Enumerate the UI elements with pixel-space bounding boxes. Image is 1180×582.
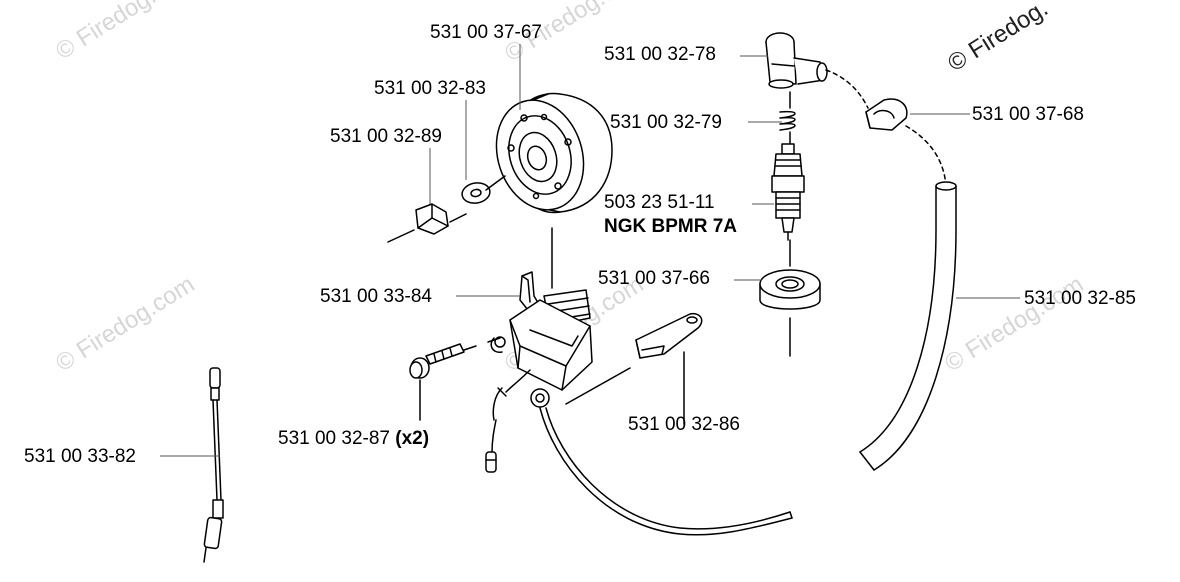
nut-drawing xyxy=(415,203,449,235)
label-plug-cap: 531 00 32-78 xyxy=(604,44,716,65)
label-washer: 531 00 32-83 xyxy=(374,78,486,99)
label-flywheel: 531 00 37-67 xyxy=(430,22,542,43)
flywheel-drawing xyxy=(495,92,613,214)
label-screw-qty: (x2) xyxy=(395,428,430,449)
label-spark-plug: 503 23 51-11 xyxy=(604,192,715,213)
label-ignition-module: 531 00 33-84 xyxy=(320,286,432,307)
cable-clip-drawing xyxy=(865,98,908,131)
screw-drawing xyxy=(409,337,501,379)
label-spark-plug-model: NGK BPMR 7A xyxy=(604,216,738,237)
spark-plug-drawing xyxy=(771,143,805,241)
spark-lead-drawing xyxy=(203,367,224,563)
label-plug-seal: 531 00 37-66 xyxy=(598,268,710,289)
plug-seal-drawing xyxy=(759,269,821,310)
terminal-cover-drawing xyxy=(635,312,703,359)
label-nut: 531 00 32-89 xyxy=(330,126,442,147)
label-screw-number: 531 00 32-87 xyxy=(278,428,390,449)
label-hose: 531 00 32-85 xyxy=(1024,288,1136,309)
label-cap-spring: 531 00 32-79 xyxy=(610,112,722,133)
leader-lines xyxy=(160,44,1020,457)
hose-drawing xyxy=(859,181,957,471)
cap-spring-drawing xyxy=(779,91,796,145)
label-terminal-cover: 531 00 32-86 xyxy=(628,414,740,435)
label-spark-lead: 531 00 33-82 xyxy=(24,446,136,467)
plug-cap-drawing xyxy=(765,32,828,89)
label-cable-clip: 531 00 37-68 xyxy=(972,104,1084,125)
washer-drawing xyxy=(461,182,491,204)
label-screw: 531 00 32-87 (x2) xyxy=(278,428,429,450)
ignition-module-drawing xyxy=(485,271,593,473)
